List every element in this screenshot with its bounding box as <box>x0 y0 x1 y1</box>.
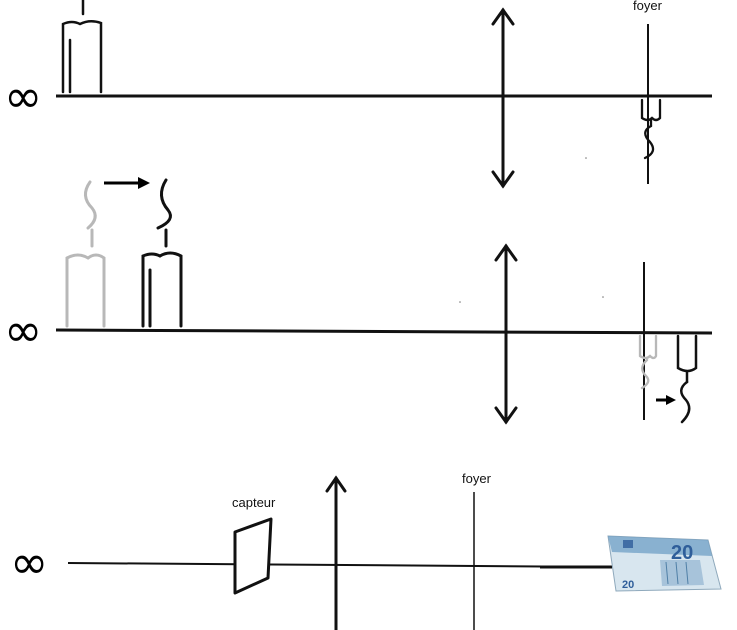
banknote-value-large: 20 <box>671 542 693 564</box>
speck <box>459 301 461 303</box>
focus-label-1: foyer <box>633 0 663 13</box>
flame-icon-faded <box>84 180 97 230</box>
infinity-symbol-2: ∞ <box>4 303 42 357</box>
arrow-right-icon <box>104 177 150 189</box>
euro-banknote-icon: 20 20 <box>607 535 722 592</box>
optical-axis-2 <box>55 328 713 335</box>
converging-lens-icon-2 <box>494 243 518 425</box>
converging-lens-icon <box>491 7 515 189</box>
panel-2: ∞ <box>4 177 713 425</box>
candle-icon-moved <box>141 178 183 328</box>
focus-label-3: foyer <box>462 471 492 486</box>
banknote-value-small: 20 <box>622 579 634 591</box>
converging-lens-icon-3 <box>325 475 347 630</box>
flame-icon <box>156 178 172 230</box>
panel-3: ∞ capteur foyer 20 20 <box>10 471 722 630</box>
inverted-candle-image <box>640 98 662 160</box>
sensor-icon <box>233 517 273 595</box>
candle-faded <box>65 180 106 328</box>
optical-axis-3 <box>67 562 613 568</box>
inverted-candle-image-faded <box>638 334 658 390</box>
infinity-symbol-3: ∞ <box>10 535 48 589</box>
speck <box>585 157 587 159</box>
panel-1: ∞ foyer <box>4 0 712 189</box>
candle-icon <box>61 0 103 94</box>
speck <box>602 296 604 298</box>
flame-icon <box>680 380 691 424</box>
arrow-right-icon-small <box>656 395 676 405</box>
inverted-candle-image-moved <box>676 334 698 424</box>
infinity-symbol-1: ∞ <box>4 69 42 123</box>
flame-icon <box>643 124 655 160</box>
sensor-label: capteur <box>232 495 276 510</box>
